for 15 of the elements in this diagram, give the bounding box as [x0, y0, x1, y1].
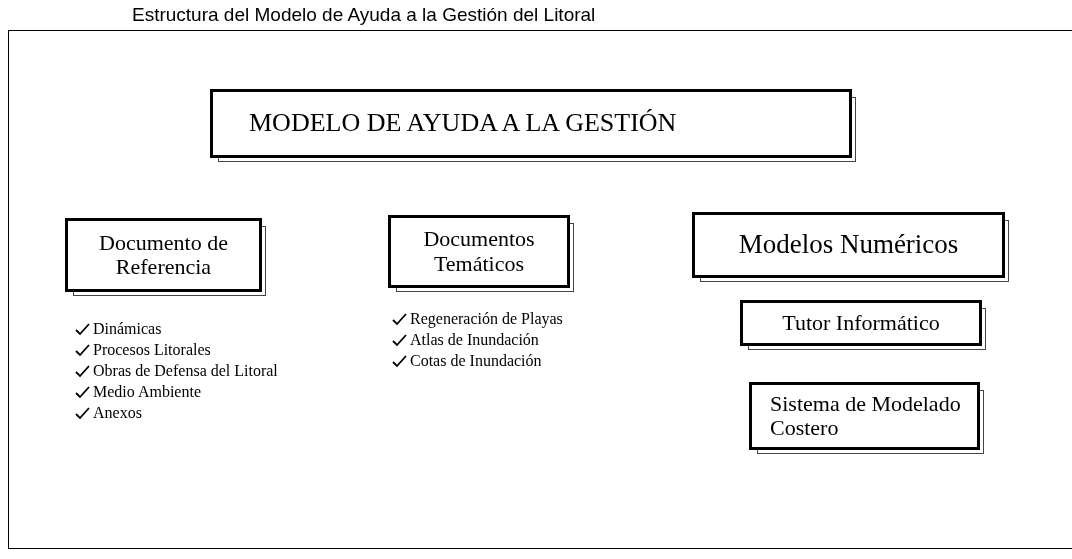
box-label: Modelos Numéricos: [738, 230, 959, 260]
list-item: Dinámicas: [93, 319, 162, 339]
box-label: Documentos Temáticos: [422, 227, 536, 276]
list-item: Obras de Defensa del Litoral: [93, 361, 278, 381]
list-item: Medio Ambiente: [93, 382, 201, 402]
list-item: Atlas de Inundación: [410, 330, 539, 350]
list-item: Procesos Litorales: [93, 340, 211, 360]
list-item: Regeneración de Playas: [410, 309, 563, 329]
box-label: Documento de Referencia: [98, 230, 229, 280]
diagram-title: Estructura del Modelo de Ayuda a la Gestión del Litoral: [132, 4, 596, 26]
box-label: Tutor Informático: [782, 310, 940, 336]
list-item: Anexos: [93, 403, 142, 423]
list-item: Cotas de Inundación: [410, 351, 542, 371]
box-label: MODELO DE AYUDA A LA GESTIÓN: [249, 109, 677, 138]
box-label: Sistema de Modelado Costero: [770, 391, 962, 441]
